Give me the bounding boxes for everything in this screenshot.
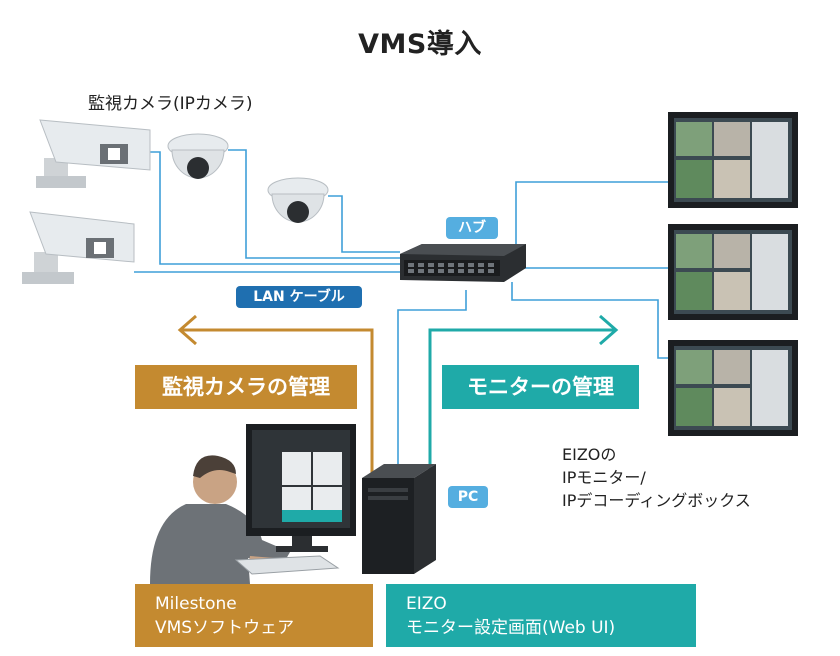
monitor-icon: [668, 340, 798, 436]
bullet-camera-icon: [22, 211, 135, 284]
pc-label: PC: [448, 486, 488, 508]
keyboard-icon: [234, 555, 340, 575]
lan-cable-label: LAN ケーブル: [236, 286, 362, 308]
bullet-camera-icon: [36, 119, 151, 188]
cable-bullet-camera-1: [150, 151, 400, 265]
desk-monitor-icon: [246, 424, 356, 552]
monitor-mgmt-arrow: [428, 314, 619, 478]
camera-mgmt-arrow: [177, 314, 374, 478]
cable-monitor-3: [511, 282, 668, 359]
lan-cables: [134, 149, 668, 478]
camera-label: 監視カメラ(IPカメラ): [88, 94, 253, 114]
camera-management-label: 監視カメラの管理: [135, 365, 357, 409]
eizo-monitor-label: EIZOの IPモニター/ IPデコーディングボックス: [562, 443, 751, 512]
diagram-title: VMS導入: [358, 29, 482, 60]
milestone-software-box: Milestone VMSソフトウェア: [135, 584, 373, 647]
eizo-monitor-label-line: IPモニター/: [562, 468, 646, 487]
network-hub-icon: [400, 244, 526, 282]
dome-camera-icon: [167, 133, 229, 179]
dome-camera-icon: [267, 177, 329, 223]
eizo-monitor-label-line: IPデコーディングボックス: [562, 491, 751, 510]
cable-dome-camera-2: [328, 195, 400, 253]
milestone-box-line: VMSソフトウェア: [155, 618, 295, 638]
monitor-icon: [668, 112, 798, 208]
eizo-box-line: モニター設定画面(Web UI): [406, 618, 616, 638]
cable-monitor-1: [515, 181, 668, 254]
eizo-webui-box: EIZO モニター設定画面(Web UI): [386, 584, 696, 647]
cable-pc: [397, 290, 467, 478]
monitor-management-label: モニターの管理: [442, 365, 639, 409]
eizo-monitor-label-line: EIZOの: [562, 445, 617, 464]
hub-label: ハブ: [446, 217, 498, 239]
pc-tower-icon: [362, 464, 436, 574]
milestone-box-line: Milestone: [155, 594, 237, 614]
cable-dome-camera-1: [228, 149, 400, 259]
monitor-icon: [668, 224, 798, 320]
eizo-box-line: EIZO: [406, 594, 447, 614]
